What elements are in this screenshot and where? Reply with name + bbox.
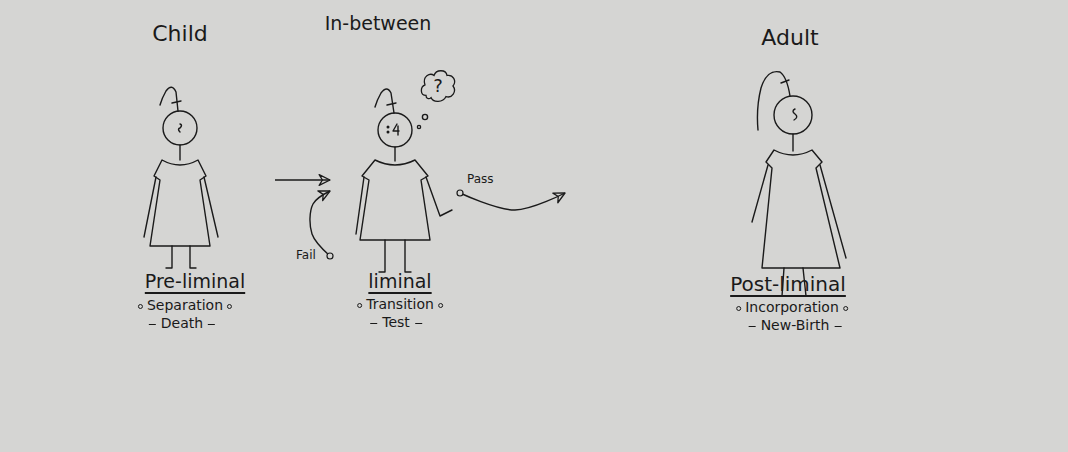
in-between-figure (356, 89, 452, 272)
face-mark (179, 124, 182, 132)
stage-title: In-between (325, 13, 432, 34)
phase-note: Incorporation (732, 300, 852, 315)
leg (379, 240, 385, 272)
arm (426, 177, 452, 216)
arm (204, 177, 218, 237)
dress (150, 160, 210, 246)
hair-tie (781, 80, 789, 83)
eye (387, 126, 389, 128)
phase-name: Post-liminal (730, 273, 846, 295)
stage-figure: ChildPre-liminalSeparationDeath (110, 15, 275, 345)
phase-note: Test (365, 315, 427, 330)
head (163, 111, 197, 145)
head (774, 96, 812, 134)
transition-arrow (310, 191, 330, 256)
thought-bubble: ? (418, 66, 458, 106)
adult-figure (752, 72, 846, 296)
arm (356, 177, 364, 234)
stage-title: Adult (761, 26, 818, 50)
dress (360, 160, 430, 240)
neck (792, 134, 793, 151)
child-figure (144, 87, 218, 268)
start-dot (457, 190, 463, 196)
neck (179, 145, 180, 160)
transition-arrow (460, 193, 565, 210)
arm (820, 165, 846, 258)
neck (394, 147, 395, 161)
phase-note: Separation (134, 298, 236, 313)
stage-figure: AdultPost-liminalIncorporationNew-Birth (565, 15, 1005, 345)
leg (166, 246, 172, 268)
arm (144, 177, 156, 237)
eye (387, 131, 389, 133)
face-mark (393, 124, 399, 135)
thought-mark: ? (433, 77, 443, 95)
phase-note: New-Birth (744, 318, 847, 333)
edge-label: Fail (296, 249, 316, 262)
edge-label: Pass (467, 173, 494, 186)
stage-figure: In-betweenliminalTransitionTest? (330, 10, 460, 340)
phase-note: Death (144, 316, 220, 331)
arm (752, 165, 768, 222)
hair-tie (387, 103, 396, 105)
ponytail (757, 72, 790, 130)
stage-title: Child (152, 22, 208, 46)
phase-note: Transition (353, 297, 447, 312)
ponytail (160, 87, 178, 111)
face-mark (793, 109, 797, 120)
head (378, 113, 412, 147)
transition-arrow (275, 179, 330, 180)
ponytail (375, 89, 394, 113)
thought-dot (422, 114, 427, 119)
phase-name: liminal (368, 271, 431, 292)
thought-dot (417, 125, 420, 128)
leg (190, 246, 196, 268)
dress (762, 150, 840, 268)
hair-tie (172, 101, 181, 103)
leg (405, 240, 411, 272)
phase-name: Pre-liminal (145, 271, 245, 292)
start-dot (327, 253, 333, 259)
cloud-outline (421, 71, 454, 102)
